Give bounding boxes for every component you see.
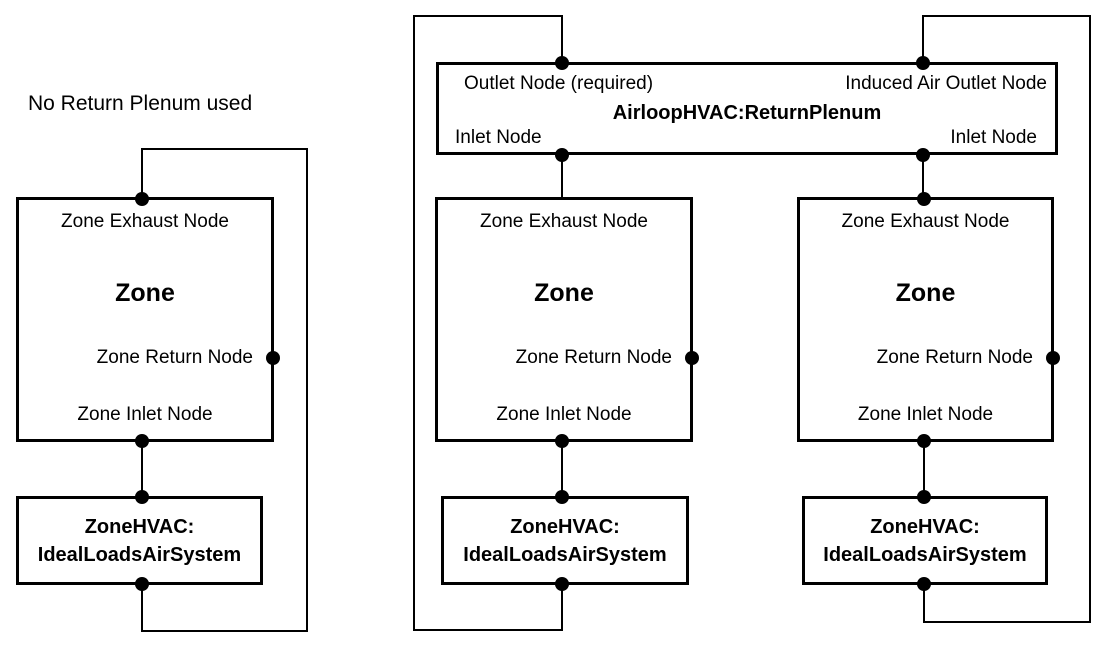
return-plenum-box: Outlet Node (required) Induced Air Outle… — [436, 62, 1058, 155]
left-zone-inlet-node-dot — [135, 434, 149, 448]
left-zone-to-hvac-line — [141, 441, 143, 497]
left-zone-title: Zone — [115, 279, 175, 307]
left-idealloads-box: ZoneHVAC: IdealLoadsAirSystem — [16, 496, 263, 585]
right-idealloads-label-line1: ZoneHVAC: — [870, 515, 980, 538]
plenum-induced-air-outlet-node-label: Induced Air Outlet Node — [845, 73, 1047, 94]
mid-loop-top-line — [413, 15, 563, 17]
right-zone-exhaust-node-dot — [917, 192, 931, 206]
mid-idealloads-top-dot — [555, 490, 569, 504]
plenum-outlet-node-label: Outlet Node (required) — [464, 73, 654, 94]
mid-idealloads-label-line1: ZoneHVAC: — [510, 515, 620, 538]
plenum-inlet-node-right-label: Inlet Node — [950, 127, 1037, 148]
right-loop-right-line — [1089, 15, 1091, 623]
mid-loop-left-line — [413, 15, 415, 631]
left-zone-exhaust-node-dot — [135, 192, 149, 206]
right-zone-inlet-node-dot — [917, 434, 931, 448]
mid-zone-title: Zone — [534, 279, 594, 307]
left-loop-bottom-line — [141, 630, 308, 632]
mid-plenum-to-zone-line — [561, 155, 563, 200]
left-idealloads-label-line2: IdealLoadsAirSystem — [37, 543, 242, 566]
plenum-inlet-node-left-label: Inlet Node — [455, 127, 542, 148]
left-zone-inlet-node-label: Zone Inlet Node — [77, 404, 213, 425]
left-hvac-drop-line — [141, 584, 143, 631]
mid-hvac-drop-line — [561, 584, 563, 631]
left-loop-right-line — [306, 148, 308, 632]
right-zone-inlet-node-label: Zone Inlet Node — [857, 404, 994, 425]
right-idealloads-box: ZoneHVAC: IdealLoadsAirSystem — [802, 496, 1048, 585]
right-idealloads-top-dot — [917, 490, 931, 504]
right-zone-to-hvac-line — [923, 441, 925, 497]
right-loop-bottom-line — [923, 621, 1091, 623]
left-zone-return-node-label: Zone Return Node — [96, 347, 253, 368]
left-exhaust-riser-line — [141, 148, 143, 200]
plenum-title: AirloopHVAC:ReturnPlenum — [612, 102, 882, 124]
right-zone-return-node-dot — [1046, 351, 1060, 365]
right-loop-top-line — [922, 15, 1091, 17]
right-hvac-drop-line — [923, 584, 925, 623]
mid-plenum-outlet-riser-line — [561, 15, 563, 63]
plenum-induced-air-outlet-node-dot — [916, 56, 930, 70]
mid-zone-inlet-node-label: Zone Inlet Node — [496, 404, 632, 425]
mid-zone-box: Zone Exhaust Node Zone Zone Return Node … — [435, 197, 693, 442]
right-plenum-induced-riser-line — [922, 15, 924, 63]
mid-zone-return-node-label: Zone Return Node — [515, 347, 672, 368]
plenum-inlet-node-left-dot — [555, 148, 569, 162]
mid-zone-exhaust-node-label: Zone Exhaust Node — [480, 211, 648, 232]
left-zone-return-node-dot — [266, 351, 280, 365]
mid-zone-to-hvac-line — [561, 441, 563, 497]
no-return-plenum-caption: No Return Plenum used — [28, 92, 253, 115]
left-idealloads-bottom-dot — [135, 577, 149, 591]
right-idealloads-bottom-dot — [917, 577, 931, 591]
right-zone-box: Zone Exhaust Node Zone Zone Return Node … — [797, 197, 1054, 442]
left-idealloads-label-line1: ZoneHVAC: — [84, 515, 195, 538]
left-idealloads-top-dot — [135, 490, 149, 504]
mid-zone-inlet-node-dot — [555, 434, 569, 448]
right-zone-title: Zone — [895, 279, 956, 307]
left-loop-top-line — [141, 148, 308, 150]
right-zone-exhaust-node-label: Zone Exhaust Node — [841, 211, 1010, 232]
right-idealloads-label-line2: IdealLoadsAirSystem — [823, 543, 1027, 566]
plenum-inlet-node-right-dot — [916, 148, 930, 162]
right-zone-return-node-label: Zone Return Node — [876, 347, 1033, 368]
mid-zone-return-node-dot — [685, 351, 699, 365]
right-plenum-to-zone-line — [922, 155, 924, 200]
mid-idealloads-bottom-dot — [555, 577, 569, 591]
mid-idealloads-box: ZoneHVAC: IdealLoadsAirSystem — [441, 496, 689, 585]
mid-idealloads-label-line2: IdealLoadsAirSystem — [463, 543, 667, 566]
left-zone-exhaust-node-label: Zone Exhaust Node — [61, 211, 229, 232]
mid-loop-bottom-line — [413, 629, 563, 631]
plenum-outlet-node-dot — [555, 56, 569, 70]
left-zone-box: Zone Exhaust Node Zone Zone Return Node … — [16, 197, 274, 442]
